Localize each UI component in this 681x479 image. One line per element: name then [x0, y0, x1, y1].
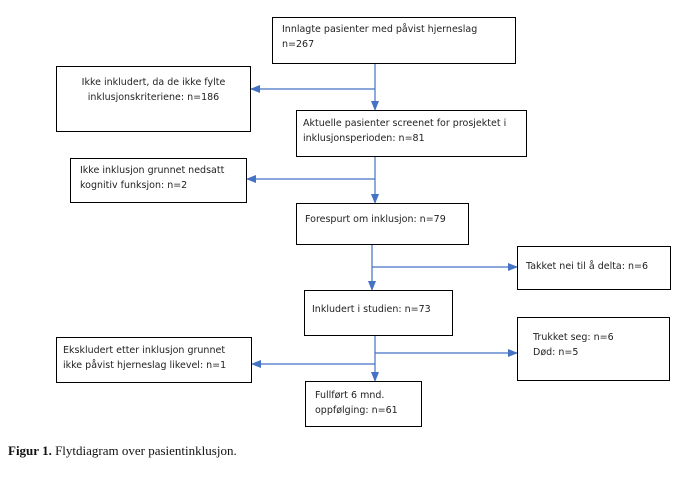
box-excluded: Ekskludert etter inklusjon grunnet ikke …: [56, 337, 252, 383]
box-completed-line1: Fullført 6 mnd.: [315, 390, 385, 401]
box-excluded-line1: Ekskludert etter inklusjon grunnet: [63, 345, 226, 356]
box-cognitive: Ikke inklusjon grunnet nedsatt kognitiv …: [70, 158, 247, 203]
figure-caption-label: Figur 1.: [8, 443, 52, 458]
box-included: Inkludert i studien: n=73: [304, 290, 453, 336]
box-not-included-line1: Ikke inkludert, da de ikke fylte: [81, 77, 226, 88]
box-screened: Aktuelle pasienter screenet for prosjekt…: [296, 110, 527, 157]
box-cognitive-line2: kognitiv funksjon: n=2: [80, 180, 188, 191]
box-not-included: Ikke inkludert, da de ikke fylte inklusj…: [56, 66, 251, 132]
box-screened-line1: Aktuelle pasienter screenet for prosjekt…: [303, 118, 507, 129]
box-not-included-line2: inklusjonskriteriene: n=186: [87, 92, 220, 103]
box-admitted-line2: n=267: [282, 39, 315, 50]
box-admitted-line1: Innlagte pasienter med påvist hjerneslag: [282, 24, 478, 35]
box-completed: Fullført 6 mnd. oppfølging: n=61: [305, 381, 422, 427]
box-asked-line1: Forespurt om inklusjon: n=79: [305, 214, 446, 225]
box-completed-line2: oppfølging: n=61: [315, 405, 398, 416]
box-cognitive-line1: Ikke inklusjon grunnet nedsatt: [80, 165, 225, 176]
figure-caption-text: Flytdiagram over pasientinklusjon.: [55, 443, 237, 458]
box-withdrew-line1: Trukket seg: n=6: [533, 332, 614, 343]
box-withdrew-line2: Død: n=5: [533, 347, 579, 358]
box-admitted: Innlagte pasienter med påvist hjerneslag…: [272, 17, 516, 64]
figure-caption: Figur 1. Flytdiagram over pasientinklusj…: [8, 443, 237, 459]
box-asked: Forespurt om inklusjon: n=79: [296, 203, 469, 245]
box-excluded-line2: ikke påvist hjerneslag likevel: n=1: [63, 360, 227, 371]
box-withdrew: Trukket seg: n=6 Død: n=5: [517, 317, 670, 381]
box-screened-line2: inklusjonsperioden: n=81: [303, 133, 425, 144]
box-declined-line1: Takket nei til å delta: n=6: [526, 261, 649, 272]
box-declined: Takket nei til å delta: n=6: [517, 246, 671, 290]
box-included-line1: Inkludert i studien: n=73: [312, 304, 431, 315]
